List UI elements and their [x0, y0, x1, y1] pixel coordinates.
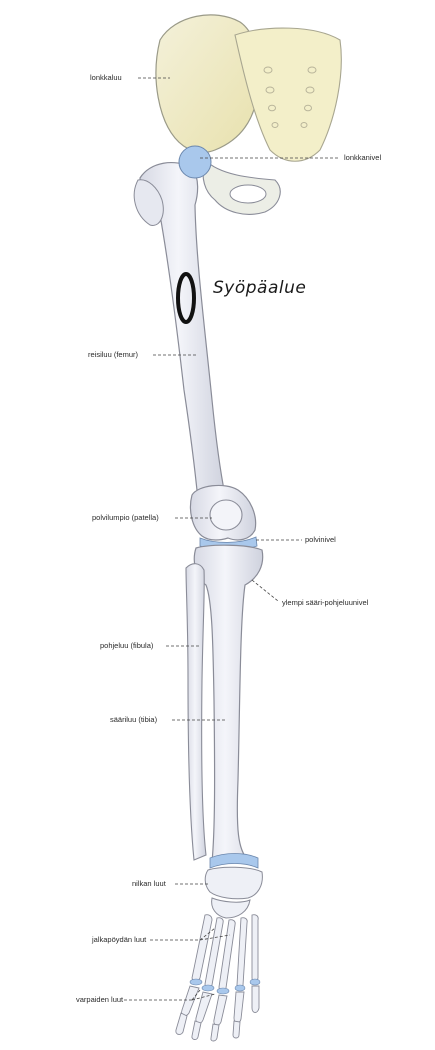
ankle-cartilage — [210, 854, 258, 869]
sacrum — [235, 28, 341, 161]
fibula-shaft — [186, 564, 206, 860]
femoral-head — [179, 146, 211, 178]
label-knee-joint: polvinivel — [305, 536, 336, 544]
label-metatarsals: jalkapöydän luut — [92, 936, 146, 944]
label-patella: polvilumpio (patella) — [92, 514, 159, 522]
label-fibula: pohjeluu (fibula) — [100, 642, 153, 650]
cancer-area-annotation: Syöpäalue — [213, 280, 306, 297]
label-femur: reisiluu (femur) — [88, 351, 138, 359]
fibula-bone — [186, 564, 206, 860]
label-hip-joint: lonkkanivel — [344, 154, 381, 162]
obturator-foramen — [230, 185, 266, 203]
metatarsal-bones — [192, 915, 258, 991]
phalanx-bones — [176, 986, 259, 1041]
label-phalanges: varpaiden luut — [76, 996, 123, 1004]
label-tibiofibular-joint: ylempi sääri-pohjeluunivel — [282, 599, 368, 607]
label-ankle-bones: nilkan luut — [132, 880, 166, 888]
label-tibia: sääriluu (tibia) — [110, 716, 157, 724]
tarsal-bones — [205, 867, 262, 918]
label-hip-bone: lonkkaluu — [90, 74, 122, 82]
patella-bone — [210, 500, 242, 530]
